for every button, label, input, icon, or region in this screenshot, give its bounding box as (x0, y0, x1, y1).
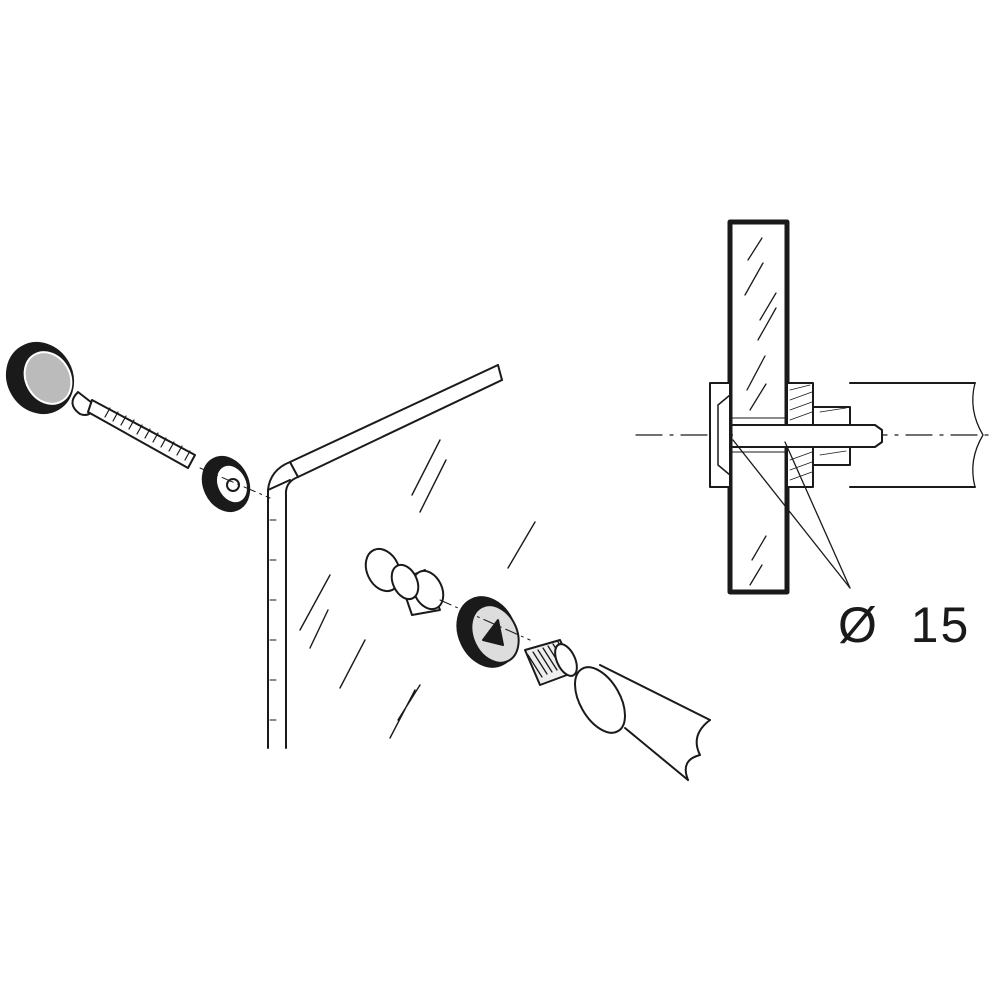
leader-line (732, 439, 851, 589)
section-view (635, 219, 996, 595)
screw (71, 391, 196, 469)
rosette-nut (456, 596, 520, 668)
tube (574, 664, 711, 781)
washer-head (201, 455, 251, 513)
bushing (364, 547, 445, 616)
leader-line (784, 441, 851, 589)
glass-panel (267, 364, 536, 749)
threaded-insert (524, 639, 578, 686)
diameter-dimension-label: Ø 15 (838, 597, 971, 653)
glass-section (727, 219, 790, 595)
cover-cap (5, 341, 75, 415)
